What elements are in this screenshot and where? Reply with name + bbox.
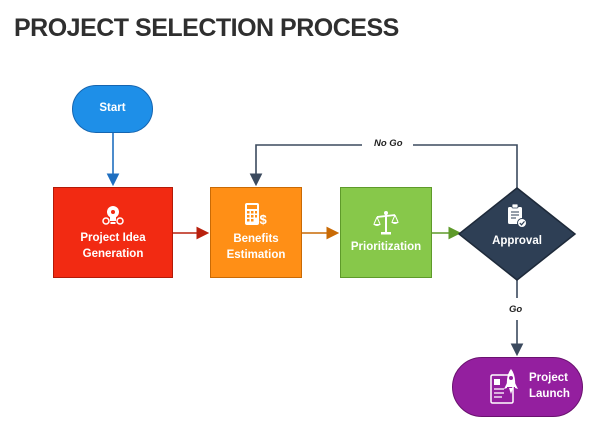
approval-diamond	[457, 187, 577, 281]
scale-icon	[373, 210, 399, 235]
go-label: Go	[509, 304, 523, 315]
svg-text:$: $	[260, 212, 268, 227]
edge-no-go	[413, 144, 518, 188]
approval-label: Approval	[492, 235, 542, 247]
project-launch-node: Project Launch	[452, 357, 583, 417]
idea-label-line2: Generation	[82, 247, 144, 260]
benefits-estimation-node: $ Benefits Estimation	[210, 187, 302, 278]
benefits-label-line1: Benefits	[233, 232, 279, 245]
project-idea-generation-node: Project Idea Generation	[53, 187, 173, 278]
prioritization-label: Prioritization	[350, 240, 422, 253]
launch-label-line2: Launch	[529, 388, 570, 400]
benefits-label-line2: Estimation	[226, 248, 286, 261]
launch-label-line1: Project	[529, 372, 568, 385]
page-title: PROJECT SELECTION PROCESS	[14, 14, 399, 42]
clipboard-check-icon	[508, 203, 527, 228]
calculator-dollar-icon: $	[245, 202, 268, 227]
start-node: Start	[72, 85, 153, 133]
idea-label-line1: Project Idea	[80, 231, 146, 244]
no-go-label: No Go	[374, 138, 403, 149]
launch-label: Project Launch	[521, 371, 570, 402]
rocket-document-icon	[490, 369, 518, 404]
prioritization-node: Prioritization	[340, 187, 432, 278]
start-label: Start	[99, 102, 126, 115]
gear-bulb-icon	[102, 205, 124, 225]
edge-no-go-return	[249, 144, 362, 187]
